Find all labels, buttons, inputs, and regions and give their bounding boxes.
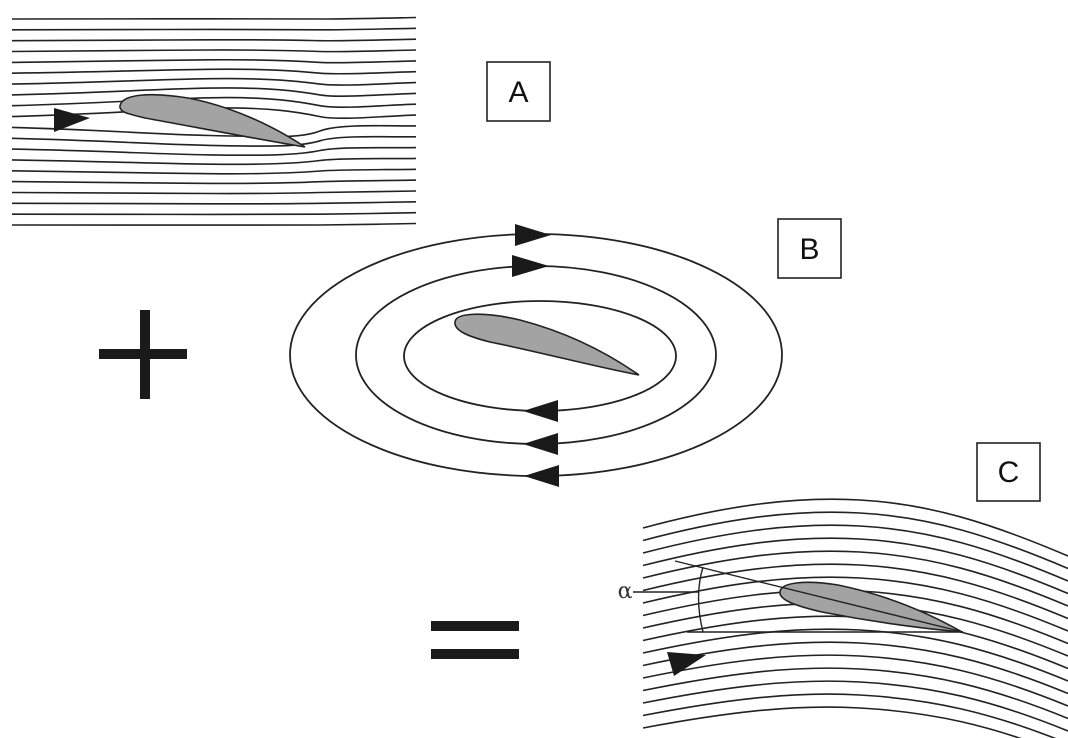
circulation-loop-outer xyxy=(289,233,783,477)
circulation-arrow-middle-bottom xyxy=(523,433,558,455)
streamline-a-1 xyxy=(11,16,417,20)
streamline-a-16 xyxy=(11,179,417,185)
streamline-a-12 xyxy=(11,135,417,147)
streamline-a-17 xyxy=(11,190,417,195)
panel-a-uniform-flow: A xyxy=(11,16,551,226)
streamline-c-3 xyxy=(642,524,1068,582)
streamline-c-1 xyxy=(642,498,1068,557)
streamline-c-17 xyxy=(642,706,1022,738)
streamline-a-19 xyxy=(11,211,417,216)
circulation-arrow-inner-bottom xyxy=(523,400,558,422)
label-b: B xyxy=(799,233,819,266)
panel-b-airfoil xyxy=(454,313,640,376)
streamline-c-5 xyxy=(642,550,1068,607)
streamline-c-2 xyxy=(642,511,1068,570)
chord-line-extension xyxy=(674,560,964,633)
plus-operator xyxy=(99,310,187,399)
streamline-a-2 xyxy=(11,27,417,31)
panel-c-combined-flow: α C xyxy=(618,442,1068,738)
panel-a-streamlines xyxy=(11,16,417,226)
label-c: C xyxy=(998,456,1020,489)
circulation-loop-inner xyxy=(403,300,677,412)
streamline-c-12 xyxy=(642,641,1068,695)
label-box-c xyxy=(976,442,1041,502)
streamline-c-15 xyxy=(642,680,1068,732)
streamline-a-20 xyxy=(11,222,417,226)
streamline-a-8 xyxy=(11,87,417,97)
circulation-loop-middle xyxy=(355,265,717,445)
streamline-c-4 xyxy=(642,537,1068,595)
circulation-arrow-outer-bottom xyxy=(524,465,559,487)
streamline-a-4 xyxy=(11,49,417,53)
panel-b-circulation: B xyxy=(289,218,842,487)
circulation-arrow-middle-top xyxy=(512,255,549,277)
streamline-a-15 xyxy=(11,168,417,175)
panel-a-airfoil xyxy=(119,93,306,148)
streamline-a-10 xyxy=(11,107,417,120)
streamline-a-9 xyxy=(11,96,417,108)
angle-arc xyxy=(697,566,704,633)
streamline-c-7 xyxy=(642,576,1068,632)
circulation-arrow-outer-top xyxy=(515,224,551,246)
streamline-c-16 xyxy=(642,693,1057,738)
streamline-c-11 xyxy=(642,628,1068,682)
streamline-c-14 xyxy=(642,667,1068,720)
panel-c-flow-arrow xyxy=(667,652,706,676)
streamline-a-7 xyxy=(11,77,417,86)
label-box-a xyxy=(486,61,551,122)
streamline-a-5 xyxy=(11,58,417,64)
angle-of-attack-label: α xyxy=(618,579,633,604)
streamline-a-18 xyxy=(11,201,417,205)
streamline-a-3 xyxy=(11,38,417,42)
streamline-c-6 xyxy=(642,563,1068,620)
streamline-c-13 xyxy=(642,654,1068,707)
streamline-a-13 xyxy=(11,146,417,157)
panel-a-flow-arrow xyxy=(54,108,90,132)
streamline-a-14 xyxy=(11,157,417,166)
label-box-b xyxy=(777,218,842,279)
equals-operator xyxy=(431,621,519,659)
label-a: A xyxy=(508,76,528,109)
streamline-a-6 xyxy=(11,68,417,75)
